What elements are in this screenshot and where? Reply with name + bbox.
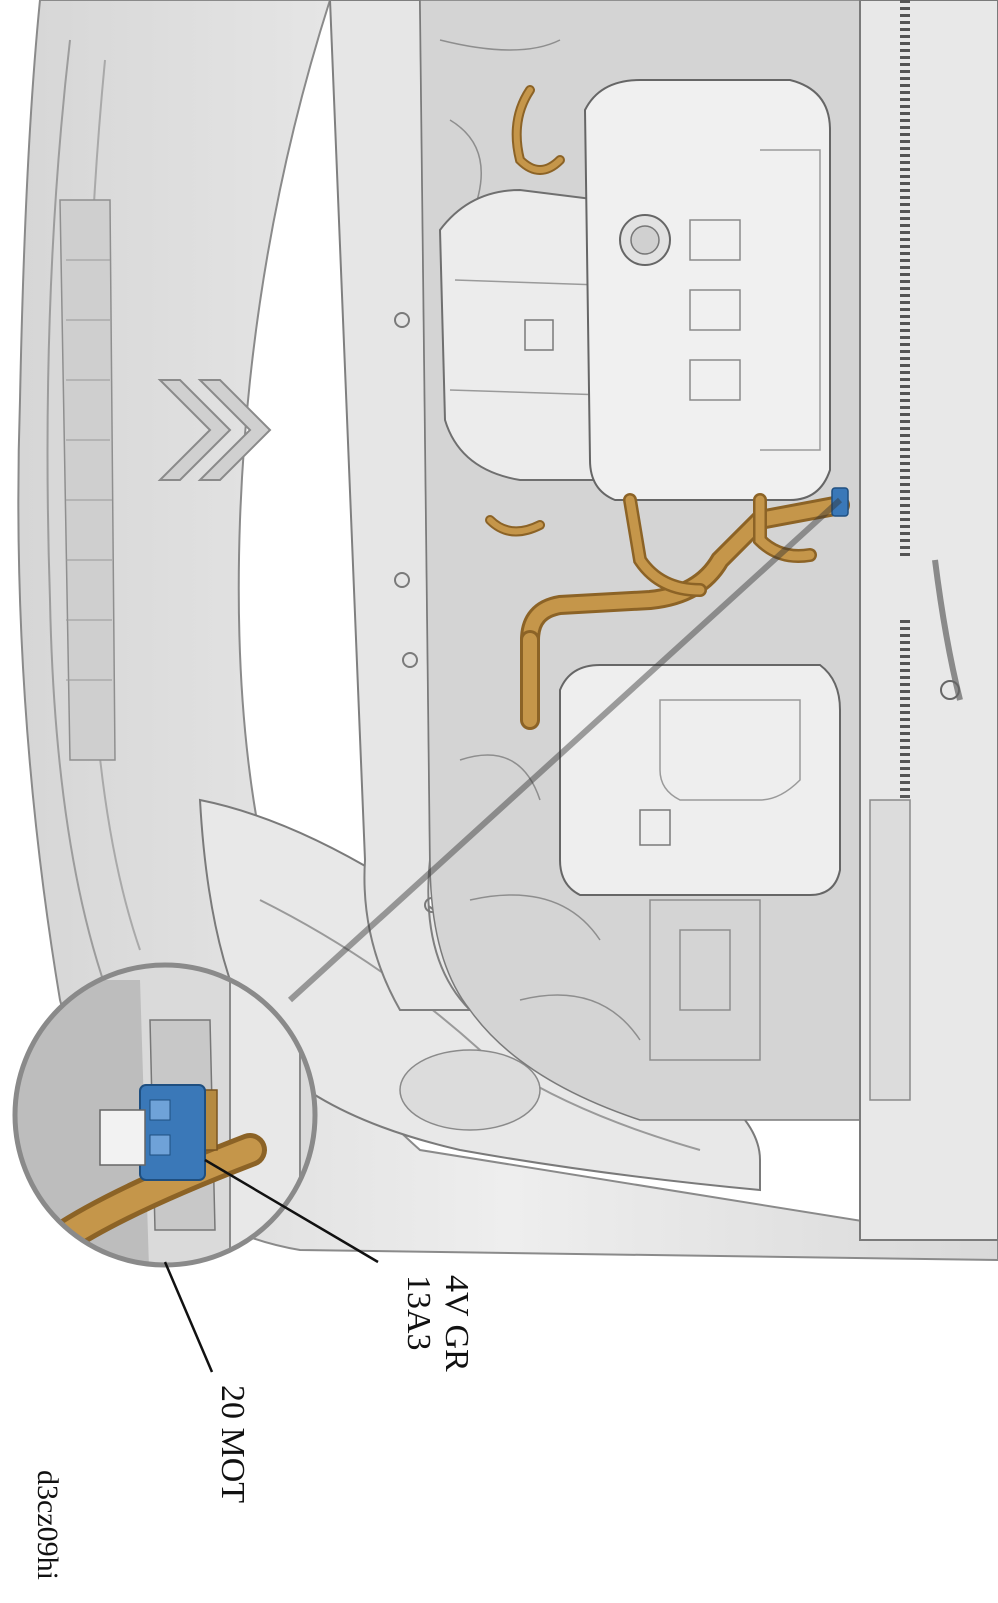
battery-cover bbox=[559, 664, 841, 896]
connector-13a3-detail bbox=[99, 1084, 206, 1181]
harness-label: 20 MOT bbox=[214, 1385, 251, 1503]
windshield-cowl bbox=[859, 0, 998, 1241]
figure-reference: d3cz09hi bbox=[31, 1470, 64, 1580]
engine-cover bbox=[583, 79, 831, 501]
brand-chevron-logo bbox=[157, 379, 272, 481]
coolant-hoses bbox=[485, 85, 850, 730]
callout-connector: 13A3 4V GR bbox=[400, 1275, 475, 1372]
callout-harness: 20 MOT bbox=[214, 1385, 251, 1503]
connector-13a3-location bbox=[831, 487, 849, 517]
air-filter-box bbox=[438, 188, 612, 481]
callout-leaders bbox=[163, 1158, 379, 1373]
zoom-leader-line bbox=[287, 497, 843, 1003]
connector-id-label: 13A3 bbox=[400, 1275, 437, 1351]
leader-harness-20mot bbox=[163, 1261, 214, 1373]
connector-spec-label: 4V GR bbox=[438, 1275, 475, 1372]
leader-connector-13a3 bbox=[204, 1158, 379, 1264]
reference-code: d3cz09hi bbox=[31, 1470, 64, 1580]
